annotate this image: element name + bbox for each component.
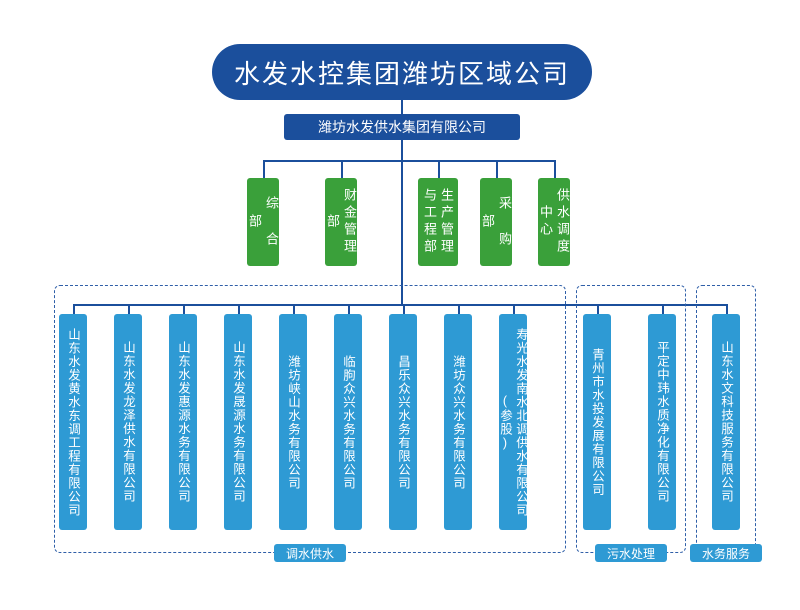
connector-dept-4 [496, 160, 498, 178]
subsidiary-node-8[interactable]: 潍坊众兴水务有限公司 [444, 314, 472, 530]
connector-sub-1 [73, 304, 75, 314]
subsidiary-node-7[interactable]: 昌乐众兴水务有限公司 [389, 314, 417, 530]
subsidiary-node-3[interactable]: 山东水发惠源水务有限公司 [169, 314, 197, 530]
root-node[interactable]: 水发水控集团潍坊区域公司 [212, 44, 592, 100]
subsidiary-node-6[interactable]: 临朐众兴水务有限公司 [334, 314, 362, 530]
connector-dept-bus [263, 160, 555, 162]
department-node-5[interactable]: 供水调度中心 [538, 178, 570, 266]
subsidiary-node-4[interactable]: 山东水发晟源水务有限公司 [224, 314, 252, 530]
subsidiary-node-2[interactable]: 山东水发龙泽供水有限公司 [114, 314, 142, 530]
group-caption-3[interactable]: 水务服务 [690, 544, 762, 562]
connector-sub-10 [597, 304, 599, 314]
department-node-3[interactable]: 生产管理与工程部 [418, 178, 458, 266]
connector-dept-1 [263, 160, 265, 178]
connector-sub-7 [403, 304, 405, 314]
group-caption-1[interactable]: 调水供水 [274, 544, 346, 562]
department-node-4[interactable]: 采 购 部 [480, 178, 512, 266]
connector-dept-5 [554, 160, 556, 178]
connector-dept-3 [438, 160, 440, 178]
connector-sub-9 [513, 304, 515, 314]
subsidiary-node-11[interactable]: 平定中玮水质净化有限公司 [648, 314, 676, 530]
subsidiary-node-12[interactable]: 山东水文科技服务有限公司 [712, 314, 740, 530]
connector-trunk-down [401, 160, 403, 304]
connector-subsidiary-bus [73, 304, 726, 306]
subtitle-node[interactable]: 潍坊水发供水集团有限公司 [284, 114, 520, 140]
connector-sub-5 [293, 304, 295, 314]
connector-subtitle-down [401, 140, 403, 160]
connector-sub-2 [128, 304, 130, 314]
connector-sub-4 [238, 304, 240, 314]
subsidiary-node-1[interactable]: 山东水发黄水东调工程有限公司 [59, 314, 87, 530]
subsidiary-node-5[interactable]: 潍坊峡山水务有限公司 [279, 314, 307, 530]
connector-sub-3 [183, 304, 185, 314]
department-node-1[interactable]: 综 合 部 [247, 178, 279, 266]
subsidiary-node-10[interactable]: 青州市水投发展有限公司 [583, 314, 611, 530]
connector-sub-6 [348, 304, 350, 314]
connector-dept-2 [341, 160, 343, 178]
connector-sub-8 [458, 304, 460, 314]
connector-sub-11 [662, 304, 664, 314]
connector-root-to-subtitle [401, 100, 403, 114]
department-node-2[interactable]: 财金管理部 [325, 178, 357, 266]
group-caption-2[interactable]: 污水处理 [595, 544, 667, 562]
subsidiary-node-9[interactable]: 寿光水发南水北调供水有限公司(参股) [498, 314, 528, 530]
connector-sub-12 [726, 304, 728, 314]
